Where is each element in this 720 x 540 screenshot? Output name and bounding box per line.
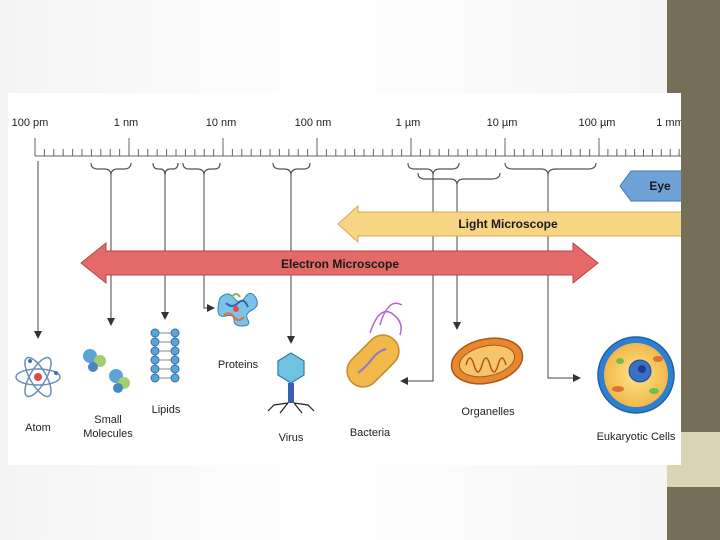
small-molecules-label-line2: Molecules — [83, 428, 133, 440]
lipid-head — [150, 337, 160, 347]
mitochondrion-illustration — [450, 337, 524, 385]
proteins-label: Proteins — [218, 359, 259, 371]
light-microscope-range-arrow: Light Microscope — [337, 204, 681, 244]
bacteria-illustration — [346, 302, 403, 388]
organelles-label: Organelles — [461, 406, 515, 418]
lipid-head — [150, 364, 160, 374]
tick-label-10um: 10 µm — [487, 117, 518, 129]
leader-eukaryotic — [547, 175, 581, 382]
scale-tick-labels: 100 pm 1 nm 10 nm 100 nm 1 µm 10 µm 100 … — [12, 117, 681, 129]
bacteria-label: Bacteria — [350, 427, 391, 439]
electron-microscope-range-arrow: Electron Microscope — [80, 241, 599, 285]
virus-illustration — [267, 352, 315, 414]
tick-label-100pm: 100 pm — [12, 117, 49, 129]
lipid-head — [150, 328, 160, 338]
bracket-virus — [272, 162, 311, 176]
lipid-head — [170, 355, 180, 365]
lipids-label: Lipids — [152, 404, 181, 416]
virus-label: Virus — [279, 432, 304, 444]
bracket-lipids — [152, 162, 179, 176]
lipid-head — [170, 346, 180, 356]
leader-bacteria — [400, 175, 434, 385]
eye-range-arrow: Eye — [619, 170, 681, 202]
lipid-head — [150, 355, 160, 365]
tick-label-1nm: 1 nm — [114, 117, 138, 129]
atom-illustration — [15, 356, 61, 398]
eukaryotic-cells-label: Eukaryotic Cells — [597, 431, 676, 443]
scale-diagram: 100 pm 1 nm 10 nm 100 nm 1 µm 10 µm 100 … — [12, 117, 681, 444]
lipid-head — [170, 373, 180, 383]
tick-label-100nm: 100 nm — [295, 117, 332, 129]
bracket-eukaryotic — [504, 162, 597, 176]
tick-label-1um: 1 µm — [396, 117, 421, 129]
protein-illustration — [217, 292, 258, 327]
range-brackets — [90, 162, 597, 186]
lipid-head — [170, 364, 180, 374]
small-molecules-label-line1: Small — [94, 414, 122, 426]
light-microscope-label: Light Microscope — [458, 217, 558, 231]
leader-proteins — [203, 175, 215, 312]
electron-microscope-label: Electron Microscope — [281, 257, 399, 271]
atom-label: Atom — [25, 422, 51, 434]
scale-ruler — [34, 138, 681, 157]
bracket-bacteria — [407, 162, 460, 176]
eye-range-label: Eye — [649, 179, 671, 193]
lipid-head — [170, 337, 180, 347]
lipid-bilayer-illustration — [150, 328, 180, 383]
lipid-head — [170, 328, 180, 338]
lipid-head — [150, 346, 160, 356]
bracket-small-molecules — [90, 162, 132, 176]
bracket-organelles — [417, 172, 501, 186]
tick-label-10nm: 10 nm — [206, 117, 237, 129]
tick-label-1mm: 1 mm — [656, 117, 681, 129]
bracket-proteins — [182, 162, 221, 176]
tick-label-100um: 100 µm — [579, 117, 616, 129]
eukaryotic-cell-illustration — [597, 336, 675, 414]
small-molecules-illustration — [83, 349, 130, 393]
lipid-head — [150, 373, 160, 383]
microscopy-scale-figure: 100 pm 1 nm 10 nm 100 nm 1 µm 10 µm 100 … — [8, 93, 681, 465]
